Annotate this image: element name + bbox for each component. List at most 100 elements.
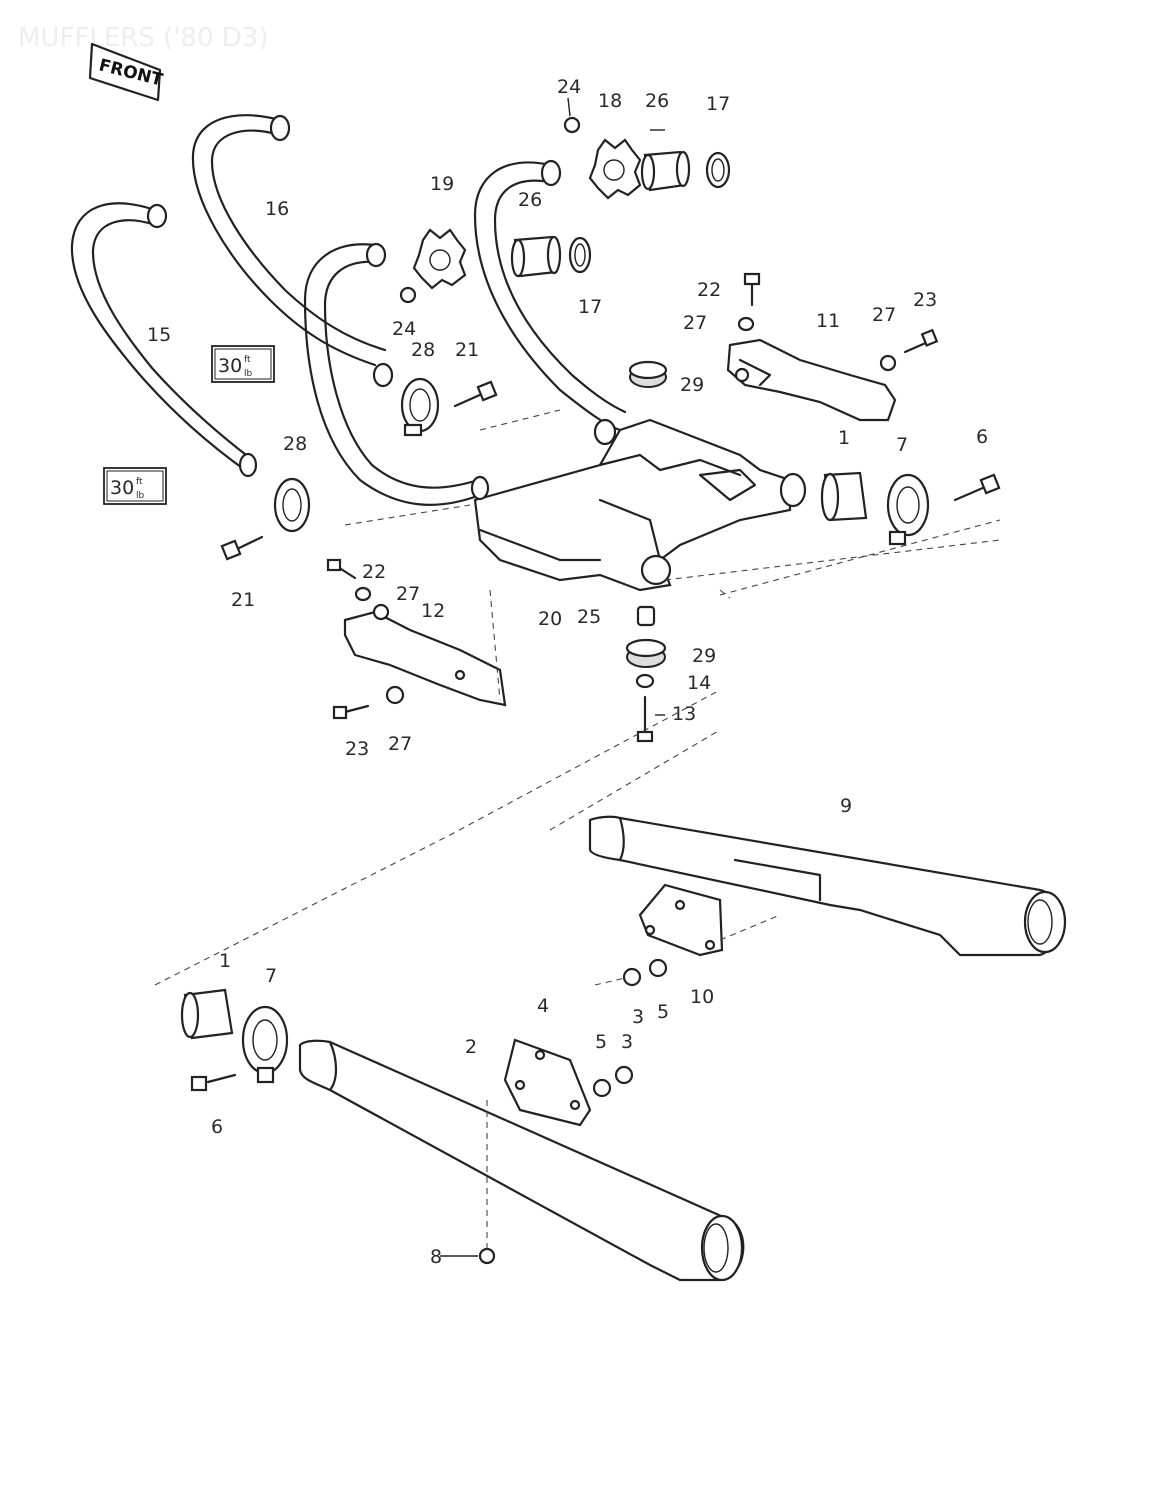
exhaust-pipe-center-right — [473, 159, 627, 432]
callout-26: 26 — [645, 90, 669, 112]
plug-8 — [478, 1247, 496, 1265]
bolt-6-left — [190, 1073, 237, 1092]
washer-14 — [635, 673, 655, 689]
clamp-7-left — [241, 1005, 289, 1084]
rubber-mount-29-upper — [628, 360, 668, 388]
sleeve-1-right — [820, 471, 868, 522]
bolt-13 — [636, 695, 654, 743]
callout-24: 24 — [557, 76, 581, 98]
callout-9: 9 — [840, 795, 852, 817]
collar-25 — [636, 605, 656, 627]
sleeve-1-left — [180, 988, 234, 1040]
callout-8: 8 — [430, 1246, 442, 1268]
callout-7: 7 — [265, 965, 277, 987]
callout-18: 18 — [598, 90, 622, 112]
callout-2: 2 — [465, 1036, 477, 1058]
flange-18 — [588, 138, 642, 200]
leader-lines — [440, 97, 665, 1257]
callout-26: 26 — [518, 189, 542, 211]
callout-labels: 24 18 26 17 19 16 26 17 24 15 28 21 22 2… — [147, 76, 988, 1268]
callout-4: 4 — [537, 995, 549, 1017]
callout-21: 21 — [231, 589, 255, 611]
torque-unit-bot-lower: lb — [136, 491, 145, 501]
nut-27-lower-b — [372, 603, 390, 621]
torque-spec-box-upper: 30 ft lb — [211, 345, 275, 383]
rubber-mount-29-lower — [625, 638, 667, 668]
callout-22: 22 — [362, 561, 386, 583]
gasket-17-top — [705, 151, 731, 189]
front-label: FRONT — [97, 55, 165, 90]
diagram-title: MUFFLERS ('80 D3) — [18, 23, 268, 53]
torque-spec-box-lower: 30 ft lb — [103, 467, 167, 505]
bracket-11 — [726, 338, 897, 422]
callout-28: 28 — [411, 339, 435, 361]
muffler-2 — [298, 1039, 745, 1282]
callout-1: 1 — [838, 427, 850, 449]
nut-27-upper-right — [879, 354, 897, 372]
callout-29: 29 — [692, 645, 716, 667]
callout-27: 27 — [872, 304, 896, 326]
torque-unit-bot-upper: lb — [244, 369, 253, 379]
callout-3: 3 — [632, 1006, 644, 1028]
callout-21: 21 — [455, 339, 479, 361]
callout-16: 16 — [265, 198, 289, 220]
callout-5: 5 — [657, 1001, 669, 1023]
bolt-23-upper — [903, 328, 939, 354]
assembly-guide-lines — [154, 409, 1001, 1250]
nut-3-lower — [614, 1065, 634, 1085]
bracket-4 — [503, 1038, 592, 1127]
nut-3-upper — [622, 967, 642, 987]
sleeve-26-top — [640, 150, 691, 192]
sleeve-26-mid — [510, 235, 562, 278]
bolt-21-upper — [453, 380, 498, 408]
callout-22: 22 — [697, 279, 721, 301]
callout-27: 27 — [683, 312, 707, 334]
muffler-9 — [588, 815, 1067, 957]
exhaust-pipe-15 — [70, 202, 258, 478]
flange-19 — [412, 228, 467, 290]
callout-5: 5 — [595, 1031, 607, 1053]
callout-11: 11 — [816, 310, 840, 332]
callout-29: 29 — [680, 374, 704, 396]
torque-value-lower: 30 — [110, 477, 134, 499]
callout-23: 23 — [345, 738, 369, 760]
callout-27: 27 — [388, 733, 412, 755]
exhaust-pipe-16 — [191, 114, 394, 388]
torque-unit-top-upper: ft — [244, 355, 251, 365]
bolt-24-top — [563, 116, 581, 134]
bolt-23-lower — [332, 704, 370, 720]
gasket-17-mid — [568, 236, 592, 274]
callout-27: 27 — [396, 583, 420, 605]
callout-6: 6 — [211, 1116, 223, 1138]
callout-6: 6 — [976, 426, 988, 448]
exhaust-pipe-center-left — [303, 242, 482, 506]
callout-13: 13 — [672, 703, 696, 725]
washer-27-lower-a — [354, 586, 372, 602]
clamp-7-right — [886, 473, 930, 546]
callout-19: 19 — [430, 173, 454, 195]
callout-17: 17 — [706, 93, 730, 115]
clamp-28-upper — [400, 377, 440, 437]
callout-17: 17 — [578, 296, 602, 318]
washer-27-upper-left — [737, 316, 755, 332]
callout-1: 1 — [219, 950, 231, 972]
callout-14: 14 — [687, 672, 711, 694]
collector-chamber-20 — [470, 418, 807, 592]
callout-24: 24 — [392, 318, 416, 340]
callout-28: 28 — [283, 433, 307, 455]
bolt-24-mid — [399, 286, 417, 304]
nut-27-lower-c — [385, 685, 405, 705]
callout-25: 25 — [577, 606, 601, 628]
bolt-22-upper — [743, 272, 761, 307]
torque-value-upper: 30 — [218, 355, 242, 377]
bolt-22-lower — [326, 558, 357, 580]
callout-20: 20 — [538, 608, 562, 630]
callout-7: 7 — [896, 434, 908, 456]
bracket-10 — [638, 883, 724, 957]
callout-15: 15 — [147, 324, 171, 346]
bolt-6-right — [953, 473, 1001, 502]
washer-5-upper — [648, 958, 668, 978]
torque-unit-top-lower: ft — [136, 477, 143, 487]
callout-10: 10 — [690, 986, 714, 1008]
